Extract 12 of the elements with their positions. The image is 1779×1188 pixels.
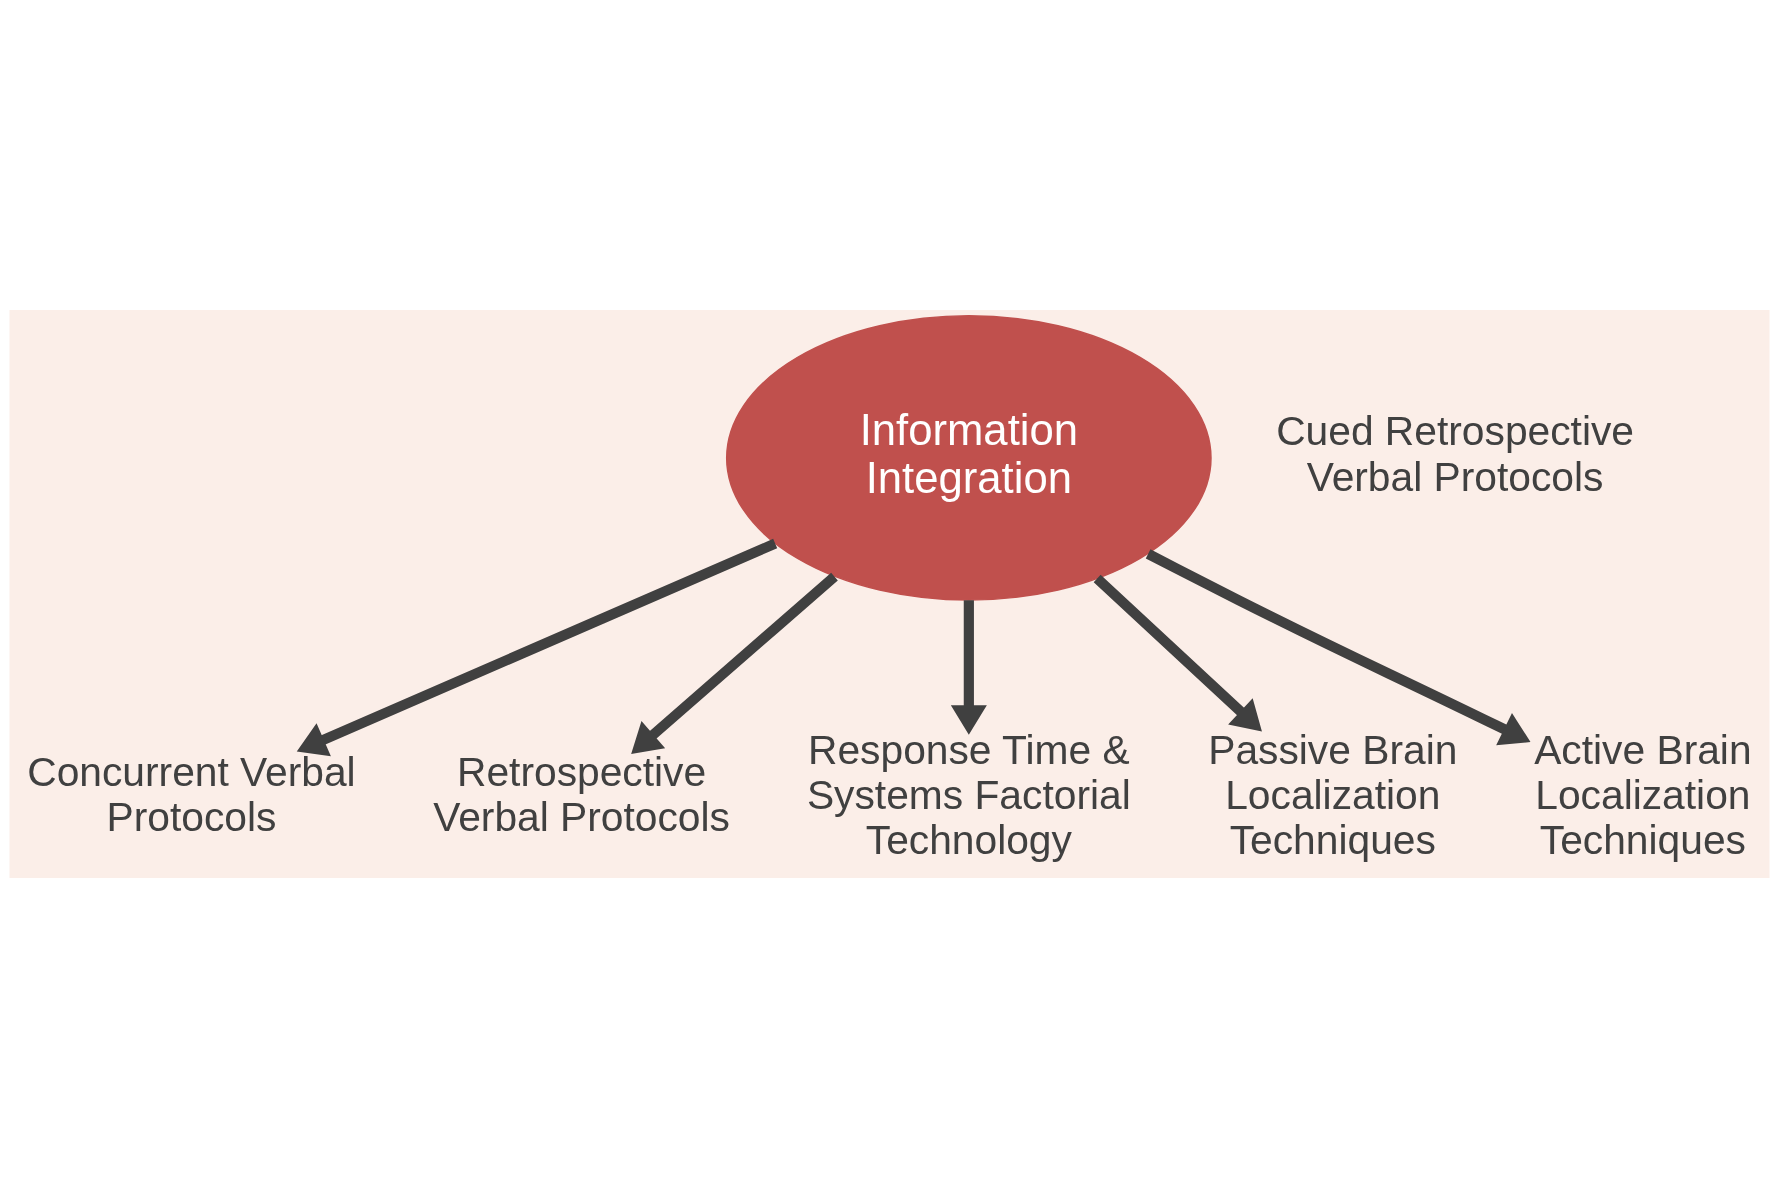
arrow <box>1145 549 1531 746</box>
node-text: Passive Brain Localization Techniques <box>1208 726 1458 863</box>
node-text: Active Brain Localization Techniques <box>1534 726 1752 863</box>
node-text: Retrospective Verbal Protocols <box>433 749 730 841</box>
node-text: Cued Retrospective Verbal Protocols <box>1276 408 1635 500</box>
arrow <box>296 538 778 757</box>
node-text: Concurrent Verbal Protocols <box>27 749 356 841</box>
arrow <box>631 572 838 754</box>
node-ellipse: Information Integration <box>725 314 1212 601</box>
arrow <box>950 600 987 735</box>
node-text: Response Time & Systems Factorial Technology <box>806 726 1131 863</box>
arrow <box>1093 574 1262 732</box>
